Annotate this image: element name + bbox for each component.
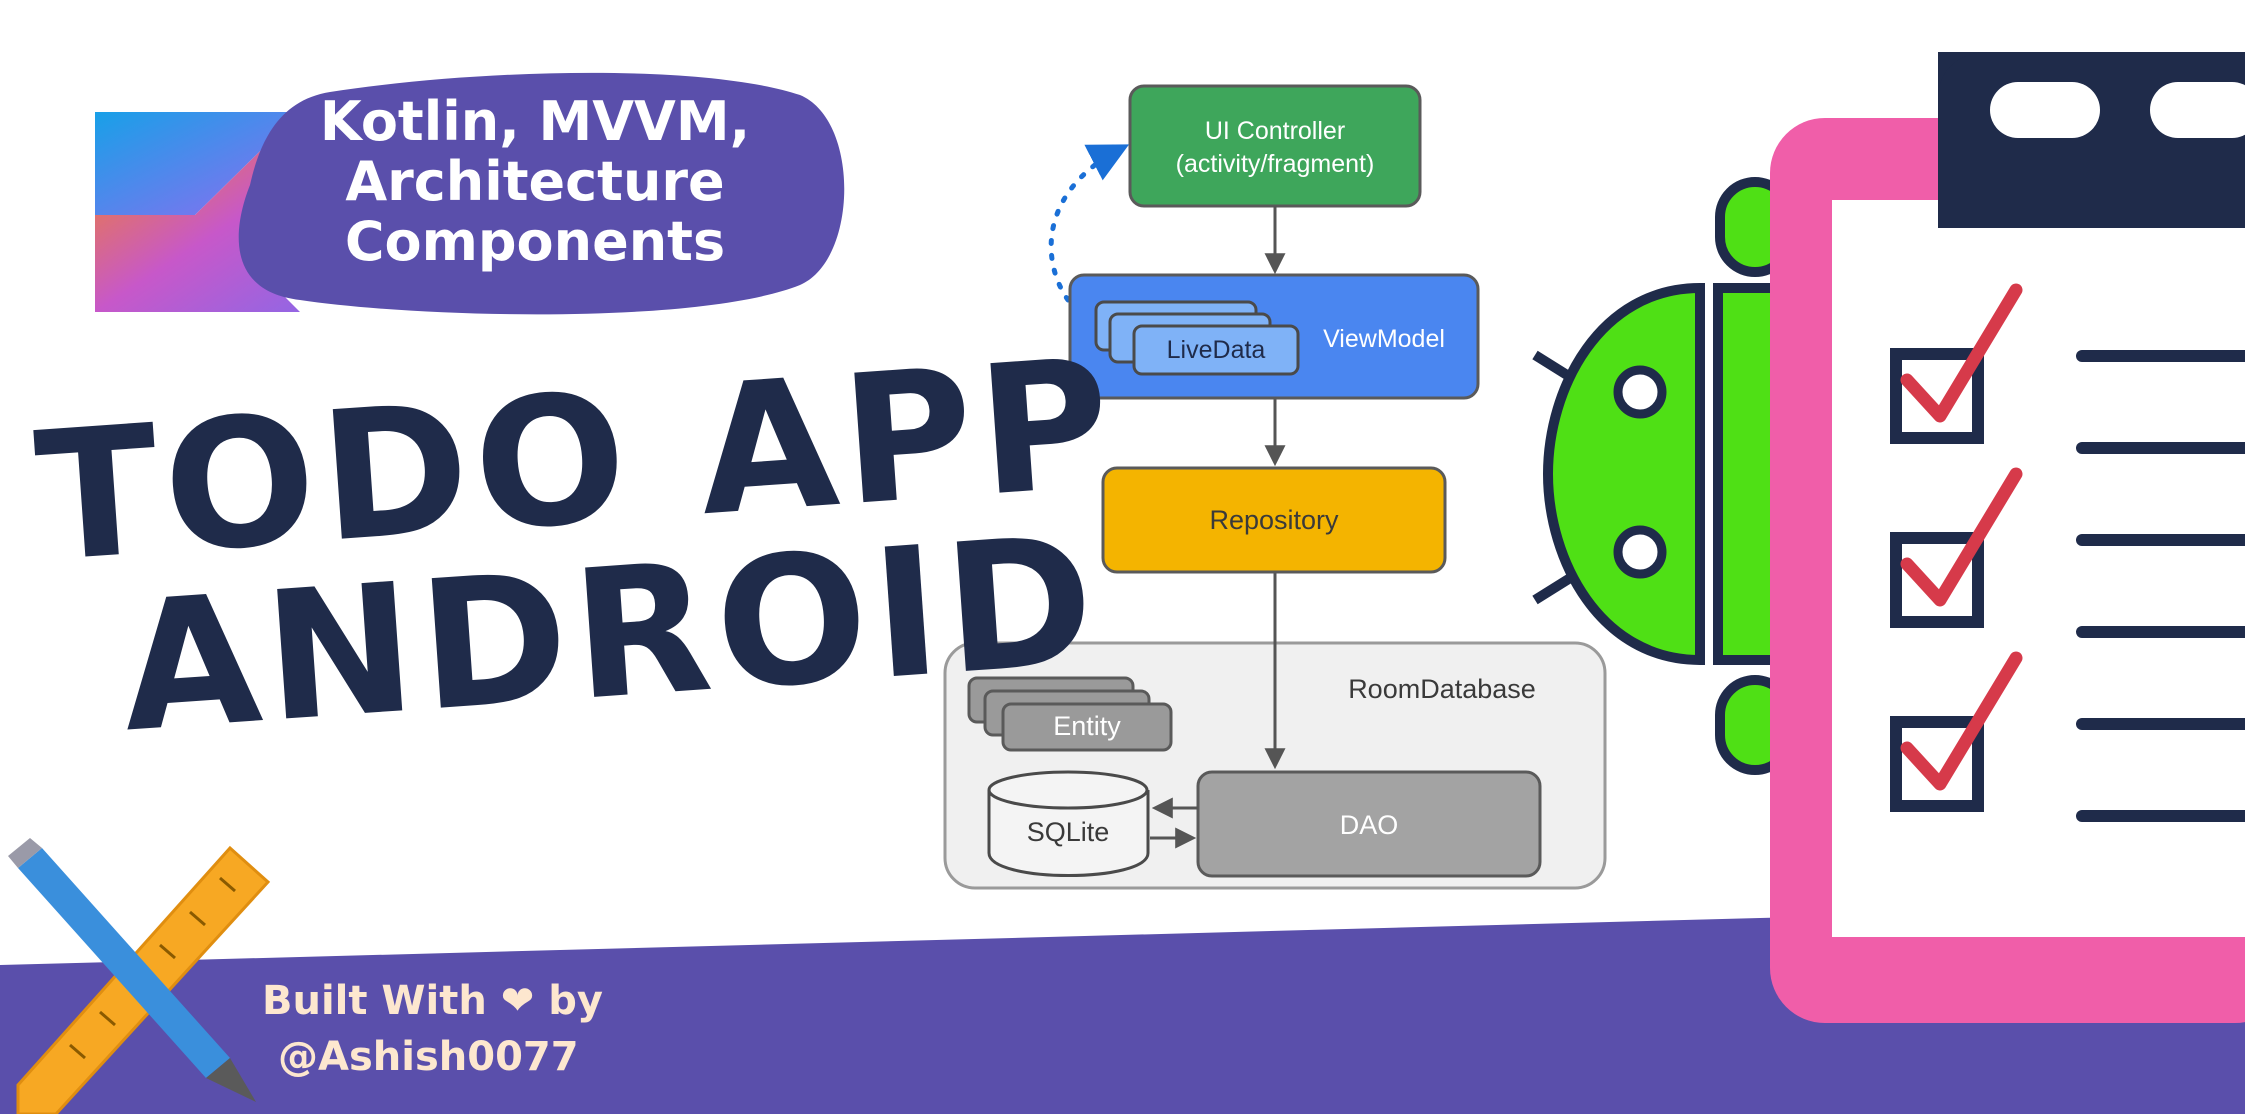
sqlite-cylinder [987,770,1150,877]
entity-box [1001,702,1173,752]
badge-line-3: Components [344,210,726,273]
credit-handle: @Ashish0077 [278,1034,579,1080]
livedata-box [1132,324,1300,376]
credit-line-1: Built With ❤ by [262,978,603,1024]
observe-arrow [1048,144,1130,303]
repository-box [1101,466,1447,574]
ui-controller-box [1128,84,1422,208]
task-lines [2076,350,2245,822]
badge-bubble [238,72,845,315]
clipboard-icon [1770,52,2245,1023]
checkbox-icon [1890,651,2023,812]
footer-band [0,905,2245,1114]
badge-text: Kotlin, MVVM, Architecture Components [300,92,770,272]
checkbox-icon [1890,283,2023,444]
architecture-diagram [943,84,1607,890]
badge-line-1: Kotlin, MVVM, [319,90,751,153]
checkbox-icon [1890,467,2023,628]
pencil-icon [8,838,256,1102]
dao-box [1196,770,1542,878]
badge-line-2: Architecture [345,150,725,213]
